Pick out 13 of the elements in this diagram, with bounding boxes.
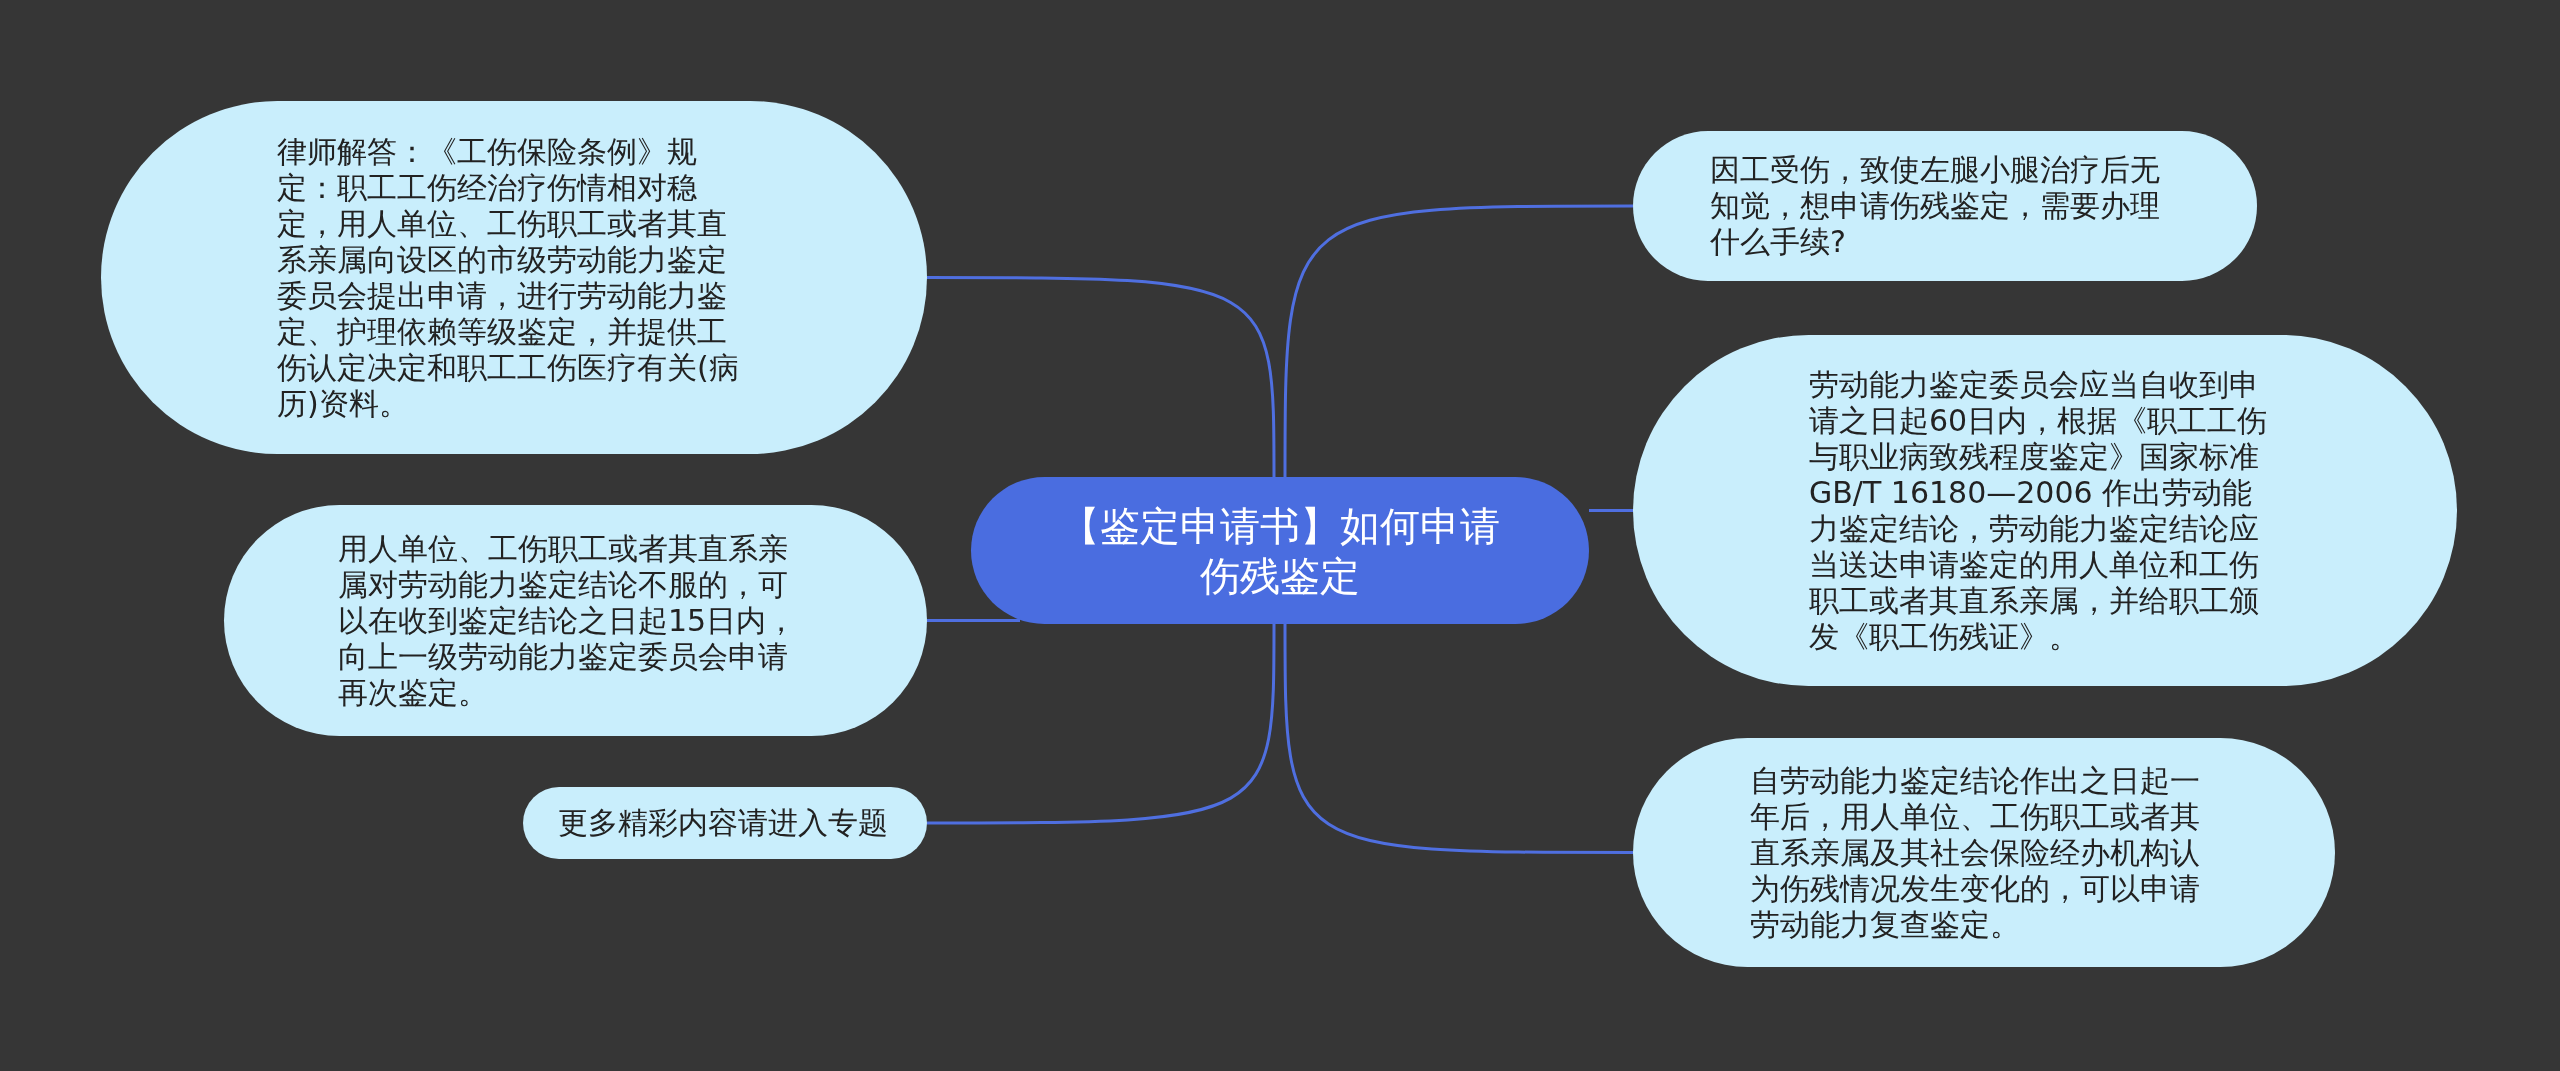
central-topic-box: 【鉴定申请书】如何申请伤残鉴定 [971, 477, 1589, 624]
topic-box: 因工受伤，致使左腿小腿治疗后无知觉，想申请伤残鉴定，需要办理什么手续? [1633, 131, 2257, 281]
connector-line [927, 619, 1020, 622]
topic-box: 用人单位、工伤职工或者其直系亲属对劳动能力鉴定结论不服的，可以在收到鉴定结论之日起15日内，向上一级劳动能力鉴定委员会申请再次鉴定。 [224, 505, 927, 736]
topic-box: 自劳动能力鉴定结论作出之日起一年后，用人单位、工伤职工或者其直系亲属及其社会保险经办机构认为伤残情况发生变化的，可以申请劳动能力复查鉴定。 [1633, 738, 2335, 967]
topic-box: 劳动能力鉴定委员会应当自收到申请之日起60日内，根据《职工工伤与职业病致残程度鉴定》国家标准GB/T 16180—2006 作出劳动能力鉴定结论，劳动能力鉴定结论应当送达申请鉴定的用人单位和工伤职工或者其直系亲属，并给职工颁发《职工伤残证》。 [1633, 335, 2457, 686]
connector-line [1283, 624, 1633, 854]
connector-line [1589, 509, 1633, 512]
connector-line [927, 624, 1276, 825]
connector-line [1283, 204, 1633, 477]
connector-line [927, 276, 1276, 477]
topic-box: 更多精彩内容请进入专题 [523, 787, 927, 859]
topic-box: 律师解答：《工伤保险条例》规定：职工工伤经治疗伤情相对稳定，用人单位、工伤职工或者其直系亲属向设区的市级劳动能力鉴定委员会提出申请，进行劳动能力鉴定、护理依赖等级鉴定，并提供工伤认定决定和职工工伤医疗有关(病历)资料。 [101, 101, 927, 454]
